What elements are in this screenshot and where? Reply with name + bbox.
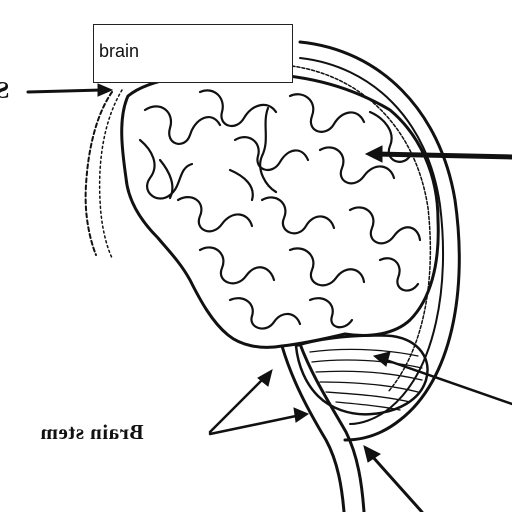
cut-off-label: S bbox=[0, 78, 9, 105]
gyrus-line bbox=[378, 257, 420, 292]
arrow-right-cerebellum bbox=[384, 358, 512, 406]
head-back-outline-2 bbox=[98, 89, 123, 259]
gyrus-line bbox=[260, 196, 336, 235]
gyrus-line bbox=[348, 206, 422, 245]
arrow-left-top bbox=[26, 88, 104, 94]
gyrus-line bbox=[198, 89, 278, 128]
brain-stem-right-edge bbox=[298, 342, 366, 512]
cerebrum-outline bbox=[120, 72, 440, 349]
arrowhead-right-cerebellum bbox=[372, 351, 391, 367]
arrowhead-stem-lower bbox=[293, 407, 310, 423]
gyrus-line bbox=[228, 297, 302, 330]
gyrus-line bbox=[368, 110, 412, 163]
cerebellum-fold bbox=[319, 381, 419, 393]
gyrus-line bbox=[288, 247, 366, 287]
arrowhead-bottom-stem bbox=[363, 445, 381, 463]
arrowhead-left-top bbox=[97, 83, 114, 97]
head-back-outline bbox=[84, 91, 113, 256]
brain-stem-left-edge bbox=[280, 344, 346, 512]
cerebellum-fold bbox=[315, 370, 423, 381]
arrowhead-stem-upper bbox=[257, 368, 273, 387]
cerebellum-fold bbox=[335, 401, 401, 411]
gyrus-line bbox=[198, 246, 276, 285]
gyrus-line bbox=[228, 168, 254, 202]
gyrus-line bbox=[233, 136, 310, 172]
skull-outline bbox=[298, 40, 461, 442]
brain-stem-label: Brain stem bbox=[40, 420, 144, 444]
membrane-inner-outline bbox=[291, 65, 432, 393]
gyrus-line bbox=[318, 146, 396, 185]
cerebellum-outline bbox=[294, 334, 429, 416]
gyrus-line bbox=[259, 106, 278, 194]
cerebellum-fold bbox=[325, 391, 411, 403]
gyrus-line bbox=[176, 196, 254, 233]
gyrus-line bbox=[143, 105, 222, 145]
cerebellum-fold bbox=[309, 348, 419, 357]
cerebellum-fold bbox=[311, 359, 423, 369]
answer-text-box[interactable]: brain bbox=[93, 24, 293, 83]
arrow-stem-upper bbox=[208, 376, 266, 434]
arrowhead-right-cerebrum bbox=[364, 145, 383, 163]
gyrus-line bbox=[308, 297, 354, 329]
gyrus-line bbox=[288, 93, 366, 133]
arrow-bottom-stem bbox=[370, 454, 424, 512]
gyrus-line bbox=[138, 138, 194, 200]
arrow-stem-lower bbox=[208, 414, 298, 436]
gyrus-line bbox=[158, 158, 174, 200]
arrow-right-cerebrum bbox=[375, 151, 512, 160]
